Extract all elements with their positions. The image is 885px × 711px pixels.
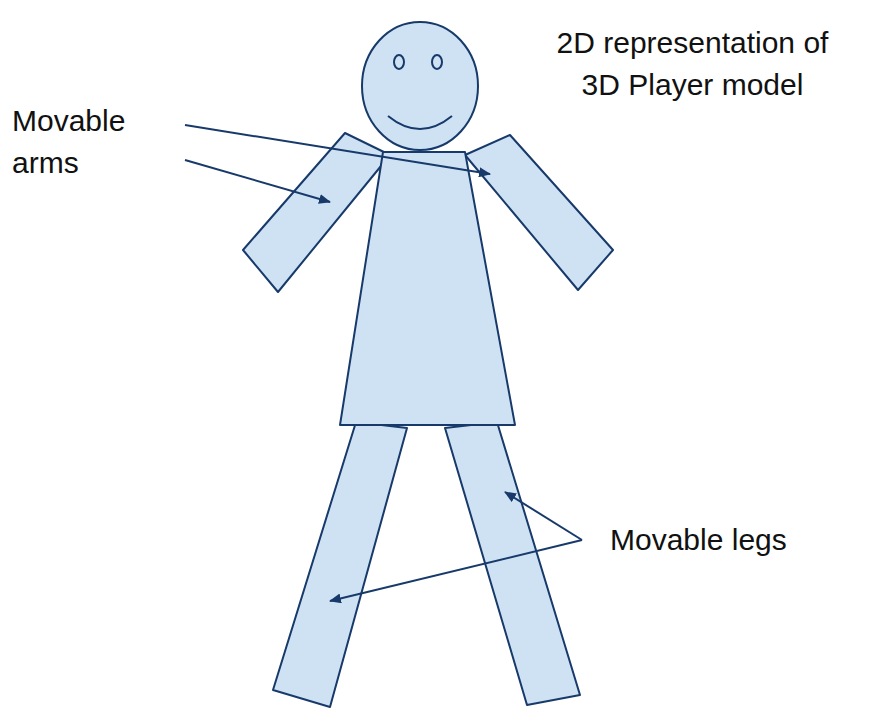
torso bbox=[340, 152, 515, 425]
leader-line bbox=[505, 492, 582, 540]
leader-line bbox=[185, 125, 490, 174]
smile bbox=[388, 116, 452, 129]
leader-line bbox=[185, 160, 330, 202]
callout-label: Movable arms bbox=[12, 100, 177, 184]
right-arm bbox=[465, 135, 613, 290]
right-leg bbox=[445, 422, 580, 705]
left-leg bbox=[273, 422, 407, 707]
callout-label: 2D representation of 3D Player model bbox=[555, 22, 830, 106]
eye bbox=[432, 55, 442, 69]
eye bbox=[394, 55, 404, 69]
callout-label: Movable legs bbox=[610, 519, 875, 561]
leader-line bbox=[330, 540, 582, 601]
head bbox=[362, 22, 478, 150]
